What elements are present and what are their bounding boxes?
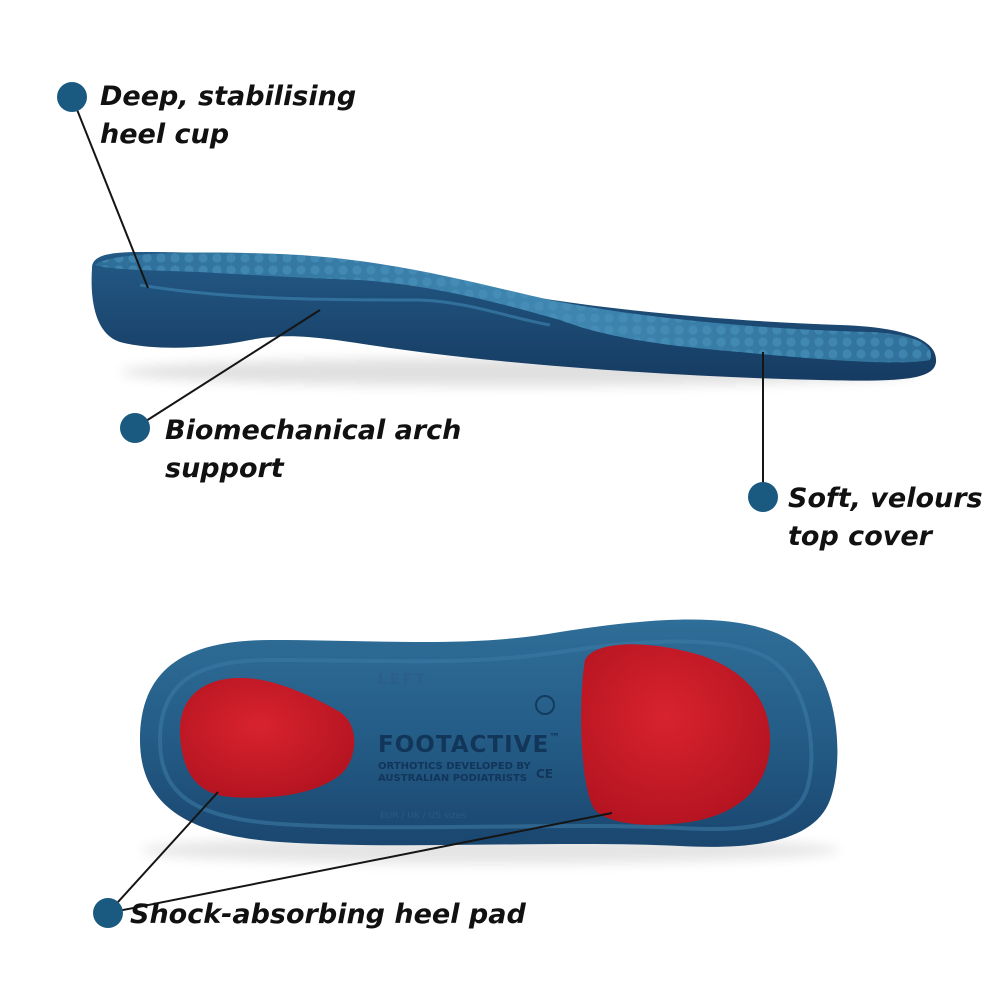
arch-contour xyxy=(139,283,551,327)
callout-heel-cup: Deep, stabilising heel cup xyxy=(100,78,356,154)
brand-name: FOOTACTIVE xyxy=(378,732,549,758)
callout-heel-cup-line2: heel cup xyxy=(100,119,230,150)
leader-line-heel-cup xyxy=(71,96,149,289)
insole-rim xyxy=(157,639,814,832)
callout-top-cover: Soft, velours top cover xyxy=(788,480,983,556)
callout-heel-pad-line1: Shock-absorbing heel pad xyxy=(130,899,526,930)
callout-dot-arch xyxy=(120,413,150,443)
leader-line-heel-pad-1 xyxy=(107,791,219,914)
callout-heel-pad: Shock-absorbing heel pad xyxy=(130,896,526,934)
callout-top-cover-line2: top cover xyxy=(788,521,932,552)
callout-heel-cup-line1: Deep, stabilising xyxy=(100,81,357,112)
trademark-symbol: ™ xyxy=(549,731,561,744)
callout-dot-top-cover xyxy=(748,482,778,512)
brand-logo: FOOTACTIVE™ xyxy=(378,731,561,758)
insole-bottom-view xyxy=(140,619,840,864)
side-label: LEFT xyxy=(378,672,428,688)
callout-arch-support-line2: support xyxy=(165,453,284,484)
callout-dot-heel-cup xyxy=(57,82,87,112)
leader-line-arch xyxy=(134,309,321,429)
callout-dot-heel-pad xyxy=(93,898,123,928)
velours-texture xyxy=(95,252,932,363)
size-ring-icon xyxy=(535,695,555,715)
callout-top-cover-line1: Soft, velours xyxy=(788,483,983,514)
ce-mark: CE xyxy=(536,767,553,781)
tagline-line-2: AUSTRALIAN PODIATRISTS xyxy=(378,773,527,784)
leader-lines xyxy=(71,96,764,914)
insole-side-view xyxy=(91,252,937,386)
tagline-line-1: ORTHOTICS DEVELOPED BY xyxy=(378,761,531,772)
forefoot-pad-red xyxy=(581,644,771,825)
insole-imprint: LEFT FOOTACTIVE™ ORTHOTICS DEVELOPED BY … xyxy=(378,672,561,821)
size-imprint: EUR / UK / US sizes xyxy=(380,811,466,821)
callout-arch-support: Biomechanical arch support xyxy=(165,412,461,488)
leader-line-heel-pad-2 xyxy=(107,812,613,914)
heel-pad-red xyxy=(179,677,355,798)
callout-arch-support-line1: Biomechanical arch xyxy=(165,415,462,446)
